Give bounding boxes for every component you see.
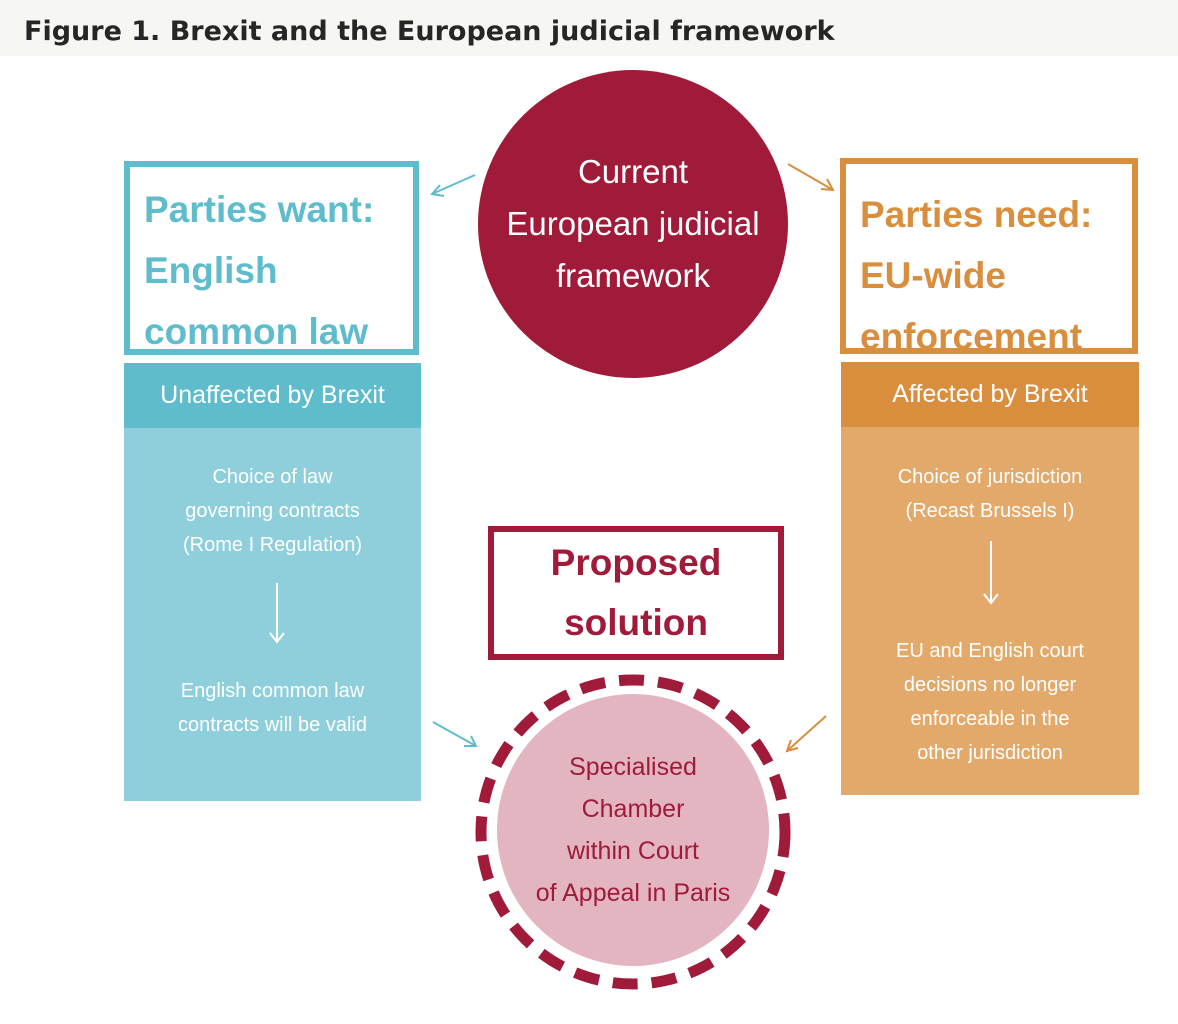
right-bottom-line-1: EU and English court (896, 640, 1084, 662)
affected-header: Affected by Brexit (841, 362, 1139, 427)
unaffected-header-label: Unaffected by Brexit (160, 381, 385, 409)
right-top-text: Choice of jurisdiction (Recast Brussels … (841, 460, 1139, 528)
left-down-arrow-icon (269, 583, 285, 644)
proposed-solution-box: Proposed solution (488, 526, 784, 660)
chamber-line-3: within Court (567, 837, 699, 865)
right-bottom-line-3: enforceable in the (910, 708, 1070, 730)
arrow-to-want-icon (430, 174, 476, 197)
current-framework-line-3: framework (555, 257, 711, 294)
figure-title: Figure 1. Brexit and the European judici… (24, 16, 835, 47)
left-top-line-1: Choice of law (212, 466, 333, 488)
right-column-panel: Choice of jurisdiction (Recast Brussels … (841, 427, 1139, 795)
current-framework-line-1: Current (577, 153, 689, 190)
right-top-line-2: (Recast Brussels I) (905, 500, 1075, 522)
parties-need-line-1: Parties need: (860, 194, 1093, 235)
left-bottom-text: English common law contracts will be val… (124, 674, 421, 742)
affected-header-label: Affected by Brexit (892, 380, 1088, 408)
chamber-line-4: of Appeal in Paris (535, 879, 731, 907)
left-bottom-line-2: contracts will be valid (178, 714, 367, 736)
title-bar: Figure 1. Brexit and the European judici… (0, 0, 1178, 56)
arrow-left-to-solution-icon (432, 721, 478, 747)
right-bottom-line-2: decisions no longer (903, 674, 1077, 696)
unaffected-header: Unaffected by Brexit (124, 363, 421, 428)
right-bottom-text: EU and English court decisions no longer… (841, 634, 1139, 770)
right-down-arrow-icon (983, 541, 999, 605)
parties-need-box: Parties need: EU-wide enforcement (840, 158, 1138, 354)
current-framework-circle: Current European judicial framework (478, 70, 788, 378)
proposed-line-2: solution (564, 602, 708, 643)
parties-want-line-1: Parties want: (144, 189, 375, 230)
arrow-right-to-solution-icon (785, 715, 827, 753)
parties-want-box: Parties want: English common law (124, 161, 419, 355)
parties-need-line-2: EU-wide (860, 255, 1006, 296)
left-bottom-line-1: English common law (180, 680, 365, 702)
right-top-line-1: Choice of jurisdiction (897, 466, 1083, 488)
parties-want-line-3: common law (144, 311, 369, 352)
arrow-to-need-icon (787, 163, 835, 192)
chamber-line-1: Specialised (569, 753, 697, 781)
proposed-line-1: Proposed (550, 542, 722, 583)
dashed-ring (475, 674, 791, 990)
current-framework-line-2: European judicial (506, 205, 760, 242)
specialised-chamber-circle: Specialised Chamber within Court of Appe… (497, 694, 769, 966)
left-top-line-3: (Rome I Regulation) (183, 534, 362, 556)
parties-want-line-2: English (144, 250, 278, 291)
right-bottom-line-4: other jurisdiction (917, 742, 1063, 764)
left-top-line-2: governing contracts (185, 500, 360, 522)
parties-need-line-3: enforcement (860, 316, 1083, 354)
chamber-line-2: Chamber (581, 795, 685, 823)
left-top-text: Choice of law governing contracts (Rome … (124, 460, 421, 562)
left-column-panel: Choice of law governing contracts (Rome … (124, 428, 421, 801)
